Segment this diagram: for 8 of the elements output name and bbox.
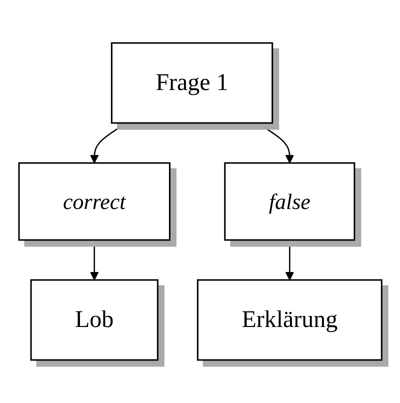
arrow bbox=[90, 122, 127, 164]
arrow bbox=[284, 240, 294, 280]
arrow bbox=[256, 122, 294, 164]
arrow bbox=[90, 240, 98, 280]
node-box: Erklärung bbox=[196, 279, 382, 361]
node-box: Frage 1 bbox=[110, 42, 273, 124]
node-box: false bbox=[224, 162, 355, 241]
node-box: Lob bbox=[30, 279, 158, 361]
